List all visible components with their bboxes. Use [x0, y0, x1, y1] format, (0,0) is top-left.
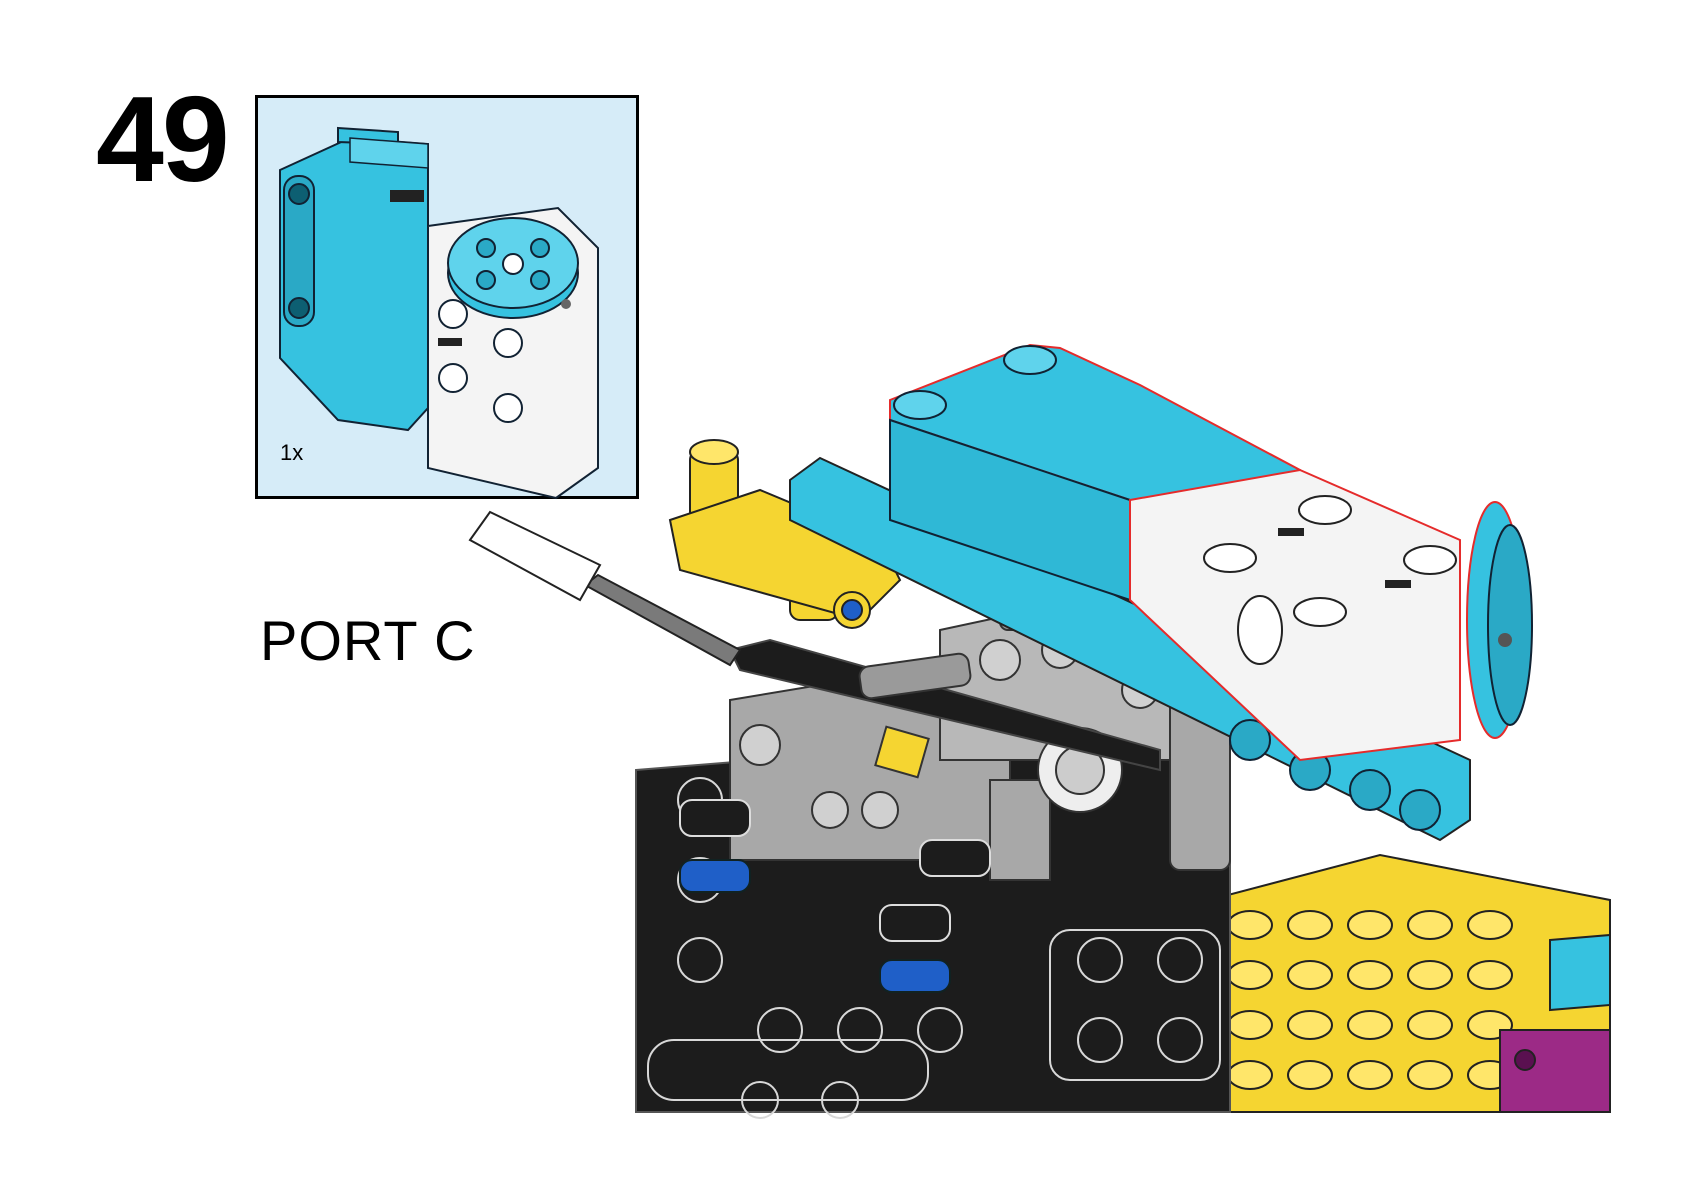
part-quantity: 1x	[280, 440, 304, 465]
parts-list-panel: 1x	[255, 95, 639, 500]
step-number: 49	[96, 71, 230, 207]
port-label: PORT C	[260, 609, 476, 672]
medium-angular-motor-icon	[279, 126, 599, 500]
